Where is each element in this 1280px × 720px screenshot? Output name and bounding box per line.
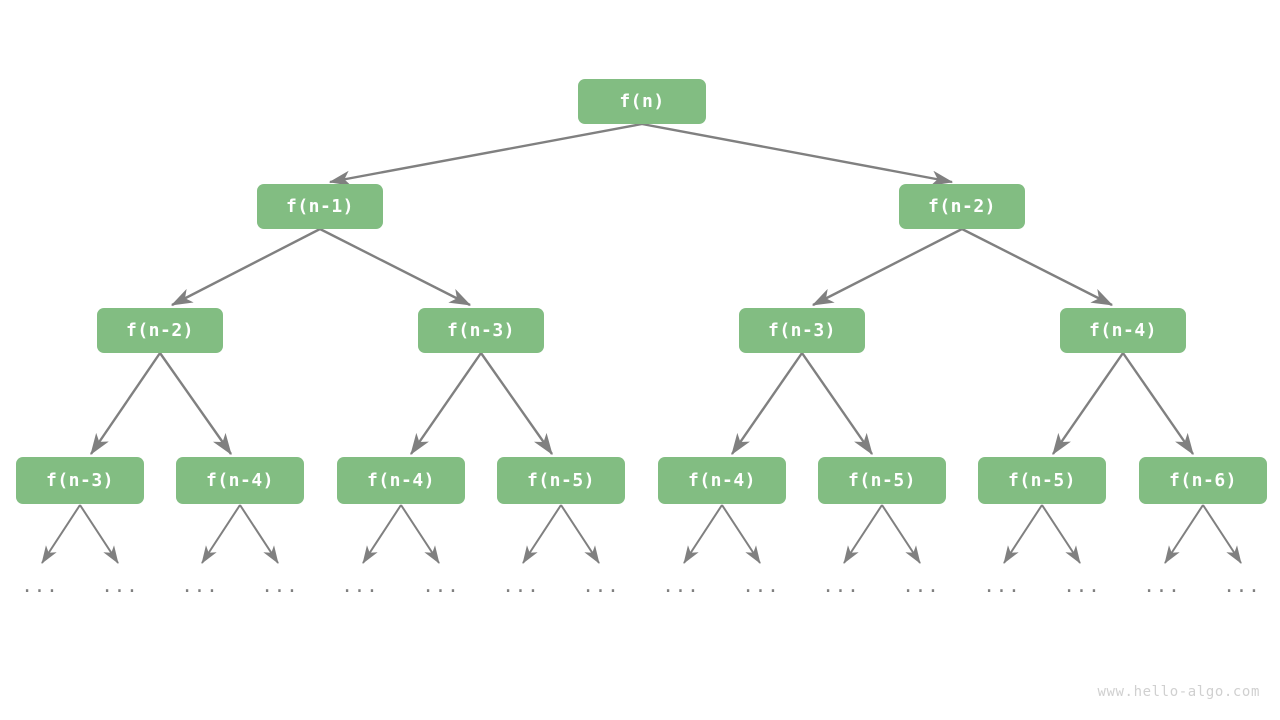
tree-edge <box>328 122 643 186</box>
tree-edge <box>159 352 232 455</box>
tree-node[interactable]: f(n-2) <box>97 307 223 353</box>
tree-edge <box>79 504 119 564</box>
tree-edge <box>41 504 81 564</box>
tree-edge <box>881 504 921 564</box>
ellipsis-label: ... <box>662 575 700 597</box>
tree-edge <box>811 227 963 307</box>
tree-edge <box>721 504 761 564</box>
ellipsis-label: ... <box>902 575 940 597</box>
tree-node[interactable]: f(n) <box>578 78 706 124</box>
tree-edge <box>362 504 402 564</box>
tree-edge <box>410 352 482 455</box>
tree-node[interactable]: f(n-4) <box>658 456 786 504</box>
tree-edge <box>90 352 161 455</box>
tree-edge <box>1164 504 1204 564</box>
tree-node[interactable]: f(n-4) <box>1060 307 1186 353</box>
tree-edge <box>683 504 723 564</box>
tree-edge <box>843 504 883 564</box>
ellipsis-label: ... <box>181 575 219 597</box>
tree-node[interactable]: f(n-2) <box>899 183 1025 229</box>
ellipsis-label: ... <box>1223 575 1261 597</box>
ellipsis-label: ... <box>1063 575 1101 597</box>
tree-edge <box>400 504 440 564</box>
tree-edge <box>239 504 279 564</box>
tree-node[interactable]: f(n-1) <box>257 183 383 229</box>
tree-node[interactable]: f(n-5) <box>818 456 946 504</box>
ellipsis-label: ... <box>1143 575 1181 597</box>
tree-node[interactable]: f(n-6) <box>1139 456 1267 504</box>
tree-edge <box>1202 504 1242 564</box>
tree-edge <box>560 504 600 564</box>
ellipsis-label: ... <box>822 575 860 597</box>
tree-edge <box>1052 352 1124 455</box>
ellipsis-label: ... <box>21 575 59 597</box>
tree-node[interactable]: f(n-3) <box>418 307 544 353</box>
tree-node[interactable]: f(n-5) <box>978 456 1106 504</box>
tree-edge <box>170 227 321 307</box>
tree-edge <box>201 504 241 564</box>
ellipsis-label: ... <box>341 575 379 597</box>
watermark-label: www.hello-algo.com <box>1097 684 1260 700</box>
tree-edge <box>731 352 803 455</box>
tree-edge <box>480 352 553 455</box>
tree-node[interactable]: f(n-4) <box>176 456 304 504</box>
tree-node[interactable]: f(n-5) <box>497 456 625 504</box>
tree-edge <box>1003 504 1043 564</box>
ellipsis-label: ... <box>422 575 460 597</box>
tree-node[interactable]: f(n-3) <box>16 456 144 504</box>
tree-edge <box>1041 504 1081 564</box>
tree-edge <box>961 227 1114 307</box>
ellipsis-label: ... <box>261 575 299 597</box>
tree-edge <box>641 122 954 186</box>
ellipsis-label: ... <box>582 575 620 597</box>
tree-edge <box>801 352 873 455</box>
tree-node[interactable]: f(n-4) <box>337 456 465 504</box>
tree-edge <box>1122 352 1194 455</box>
tree-node[interactable]: f(n-3) <box>739 307 865 353</box>
ellipsis-label: ... <box>742 575 780 597</box>
tree-edge <box>319 227 472 307</box>
tree-edge <box>522 504 562 564</box>
ellipsis-label: ... <box>983 575 1021 597</box>
ellipsis-label: ... <box>101 575 139 597</box>
ellipsis-label: ... <box>502 575 540 597</box>
